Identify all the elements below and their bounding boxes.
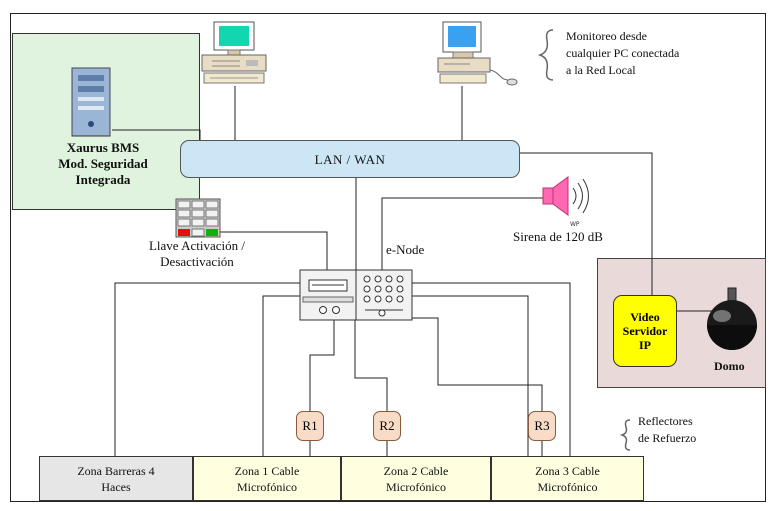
- zone-line: Microfónico: [537, 479, 598, 494]
- reflector-r3: R3: [528, 411, 556, 441]
- reflectors-note-line: Reflectores: [638, 414, 693, 428]
- reflectors-note: Reflectores de Refuerzo: [638, 413, 696, 447]
- dome-label: Domo: [714, 359, 745, 373]
- lan-wan-label: LAN / WAN: [314, 152, 386, 167]
- video-server-label-line: Video: [630, 310, 660, 324]
- zone-line: Haces: [101, 479, 131, 494]
- monitor-note-line: Monitoreo desde: [566, 29, 647, 43]
- server-label-line: Xaurus BMS: [66, 140, 140, 155]
- monitor-note: Monitoreo desde cualquier PC conectada a…: [566, 28, 679, 79]
- monitor-note-line: a la Red Local: [566, 63, 636, 77]
- zone-line: Microfónico: [386, 479, 446, 494]
- server-label: Xaurus BMS Mod. Seguridad Integrada: [30, 140, 176, 188]
- video-server-label-line: Servidor: [622, 324, 668, 338]
- reflector-r1: R1: [296, 411, 324, 441]
- reflector-r2: R2: [373, 411, 401, 441]
- zone-line: Zona Barreras 4: [77, 463, 155, 478]
- siren-label: Sirena de 120 dB: [513, 229, 603, 244]
- key-switch-label: Llave Activación / Desactivación: [132, 238, 262, 270]
- key-switch-label-line: Llave Activación /: [148, 238, 246, 253]
- key-switch-label-line: Desactivación: [160, 254, 234, 269]
- server-label-line: Integrada: [75, 172, 131, 187]
- reflectors-note-line: de Refuerzo: [638, 431, 697, 445]
- monitor-note-line: cualquier PC conectada: [566, 46, 680, 60]
- zone-line: Zona 2 Cable: [383, 463, 449, 478]
- video-server-label-line: IP: [638, 338, 651, 352]
- zone-line: Zona 1 Cable: [234, 463, 300, 478]
- video-server-ip: Video Servidor IP: [613, 295, 677, 367]
- e-node-label: e-Node: [386, 242, 425, 257]
- server-label-line: Mod. Seguridad: [58, 156, 148, 171]
- zone-line: Zona 3 Cable: [535, 463, 600, 478]
- zone-line: Microfónico: [237, 479, 297, 494]
- lan-wan-network: [180, 140, 520, 178]
